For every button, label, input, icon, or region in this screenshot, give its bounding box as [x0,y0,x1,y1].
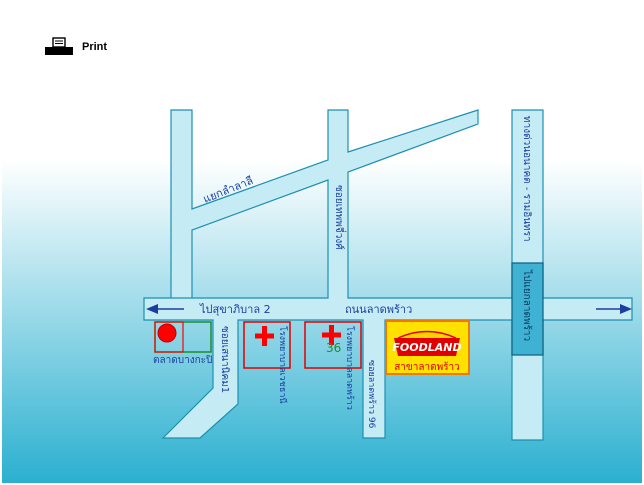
place-label-market: ตลาดบางกะปิ [153,355,212,366]
road-label-soi-96: ซอยลาดพร้าว 96 [366,360,377,429]
place-label-hospital-1: โรงพยาบาลเวชธานี [277,326,288,404]
highway-segment [511,262,544,356]
printer-icon [45,37,73,55]
hospital-1-box [243,321,291,369]
road-label-main-left: ไปสุขาภิบาล 2 [199,303,271,316]
market-marker-icon [154,321,212,353]
foodland-logo-arch [397,330,457,339]
road-label-middle-vertical: ซอยเทพพจี่วงศ์ [333,185,347,250]
arrow-left-icon [146,304,184,314]
place-label-hospital-2-number: 36 [326,341,341,355]
road-label-right-vertical: ทางด่วนอนาคต - รามอินทรา [521,116,532,242]
road-label-main-right: ถนนลาดพร้าว [345,303,412,316]
road-label-left-vertical: ซอยเสนานิคม1 [219,326,230,393]
arrow-right-icon [596,304,632,314]
foodland-logo-shape [394,338,460,356]
place-label-foodland-branch: สาขาลาดพร้าว [394,361,460,373]
print-button[interactable]: Print [44,36,107,58]
hospital-2-box [304,321,362,369]
road-network [143,109,633,441]
road-label-right-vertical-inner: ไปแยกลาดพร้าว [521,269,533,341]
print-label: Print [82,41,108,53]
red-cross-icon [322,325,341,345]
foodland-brand-text: FOODLAND [392,341,461,354]
place-label-hospital-2: โรงพยาบาลลาดพร้าว [344,326,355,410]
red-cross-icon [255,326,274,346]
